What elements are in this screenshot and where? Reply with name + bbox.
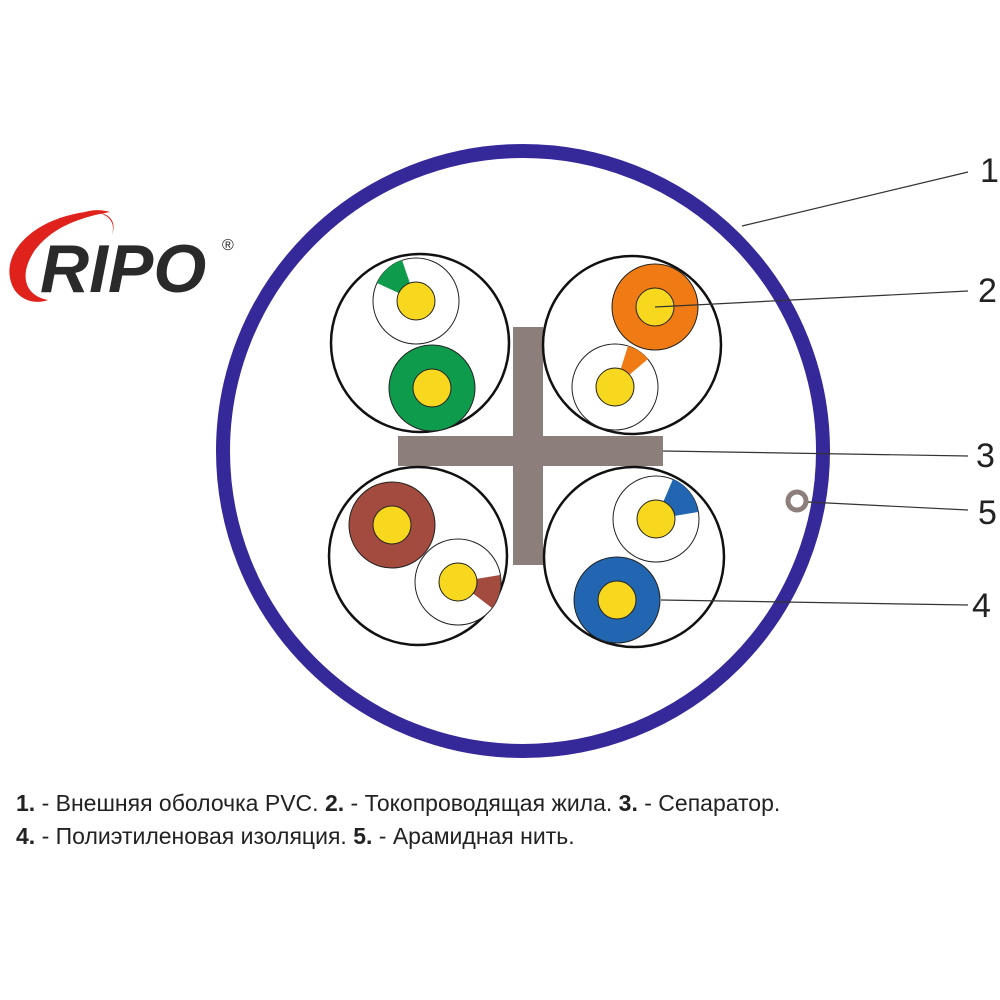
legend-line-2: 4. - Полиэтиленовая изоляция. 5. - Арами… (16, 823, 575, 850)
legend-text: - Полиэтиленовая изоляция. (35, 823, 354, 849)
callout-4: 4 (972, 587, 991, 625)
legend-num: 4. (16, 823, 36, 849)
twisted-pair-blue (542, 465, 726, 649)
legend-line-1: 1. - Внешняя оболочка PVC. 2. - Токопров… (16, 790, 780, 817)
separator (398, 327, 663, 565)
registered-mark: ® (222, 237, 234, 254)
legend-text: - Сепаратор. (637, 790, 781, 816)
callout-3: 3 (976, 437, 995, 475)
callout-5: 5 (978, 494, 997, 532)
twisted-pair-brown (327, 465, 509, 647)
aramid-thread (785, 489, 809, 513)
legend-text: - Токопроводящая жила. (344, 790, 619, 816)
twisted-pair-orange (541, 254, 723, 436)
legend-num: 1. (16, 790, 36, 816)
leader-lines (654, 171, 969, 606)
legend-num: 5. (353, 823, 373, 849)
legend-num: 2. (324, 790, 345, 816)
legend-text: - Арамидная нить. (372, 823, 575, 849)
logo-text: RIPO (40, 231, 206, 307)
callout-1: 1 (980, 152, 999, 190)
twisted-pair-green (329, 252, 511, 434)
ripo-logo: RIPO ® (9, 210, 234, 307)
legend-num: 3. (618, 790, 638, 816)
callout-2: 2 (978, 272, 997, 310)
legend-text: - Внешняя оболочка PVC. (35, 790, 325, 816)
